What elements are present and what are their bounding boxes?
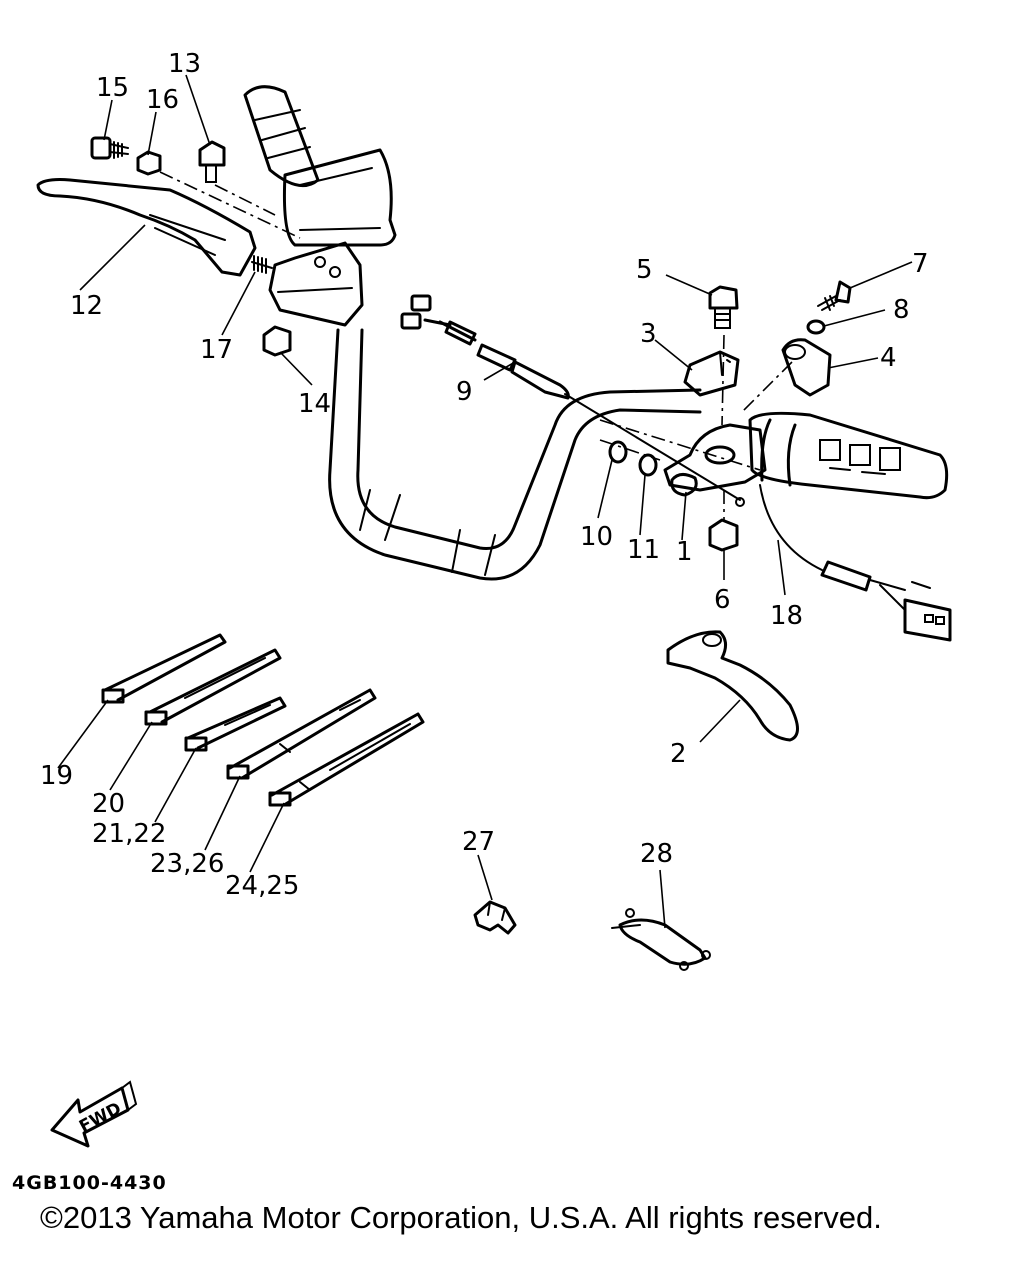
bolt-5 <box>708 285 739 329</box>
bolt-15 <box>90 136 129 160</box>
callout-13: 13 <box>168 49 201 79</box>
clamp-28 <box>611 908 711 971</box>
callout-14: 14 <box>298 389 331 419</box>
cover-4 <box>781 338 832 397</box>
cable-tie-19 <box>101 633 227 704</box>
screw-7 <box>817 280 852 311</box>
callout-23-26: 23,26 <box>150 849 224 879</box>
clip-27 <box>473 900 517 935</box>
screw-17 <box>251 255 273 274</box>
bolt-13 <box>198 140 226 183</box>
callout-15: 15 <box>96 73 129 103</box>
wire-lead <box>759 484 952 642</box>
callout-19: 19 <box>40 761 73 791</box>
callout-28: 28 <box>640 839 673 869</box>
callout-17: 17 <box>200 335 233 365</box>
callout-2: 2 <box>670 739 687 769</box>
callout-11: 11 <box>627 535 660 565</box>
callout-9: 9 <box>456 377 473 407</box>
nut-6 <box>708 518 739 552</box>
callout-10: 10 <box>580 522 613 552</box>
cable-tie-20 <box>144 648 282 726</box>
fwd-arrow: FWD <box>50 1080 138 1148</box>
cable-tie-24-25 <box>268 712 425 807</box>
callout-18: 18 <box>770 601 803 631</box>
callout-27: 27 <box>462 827 495 857</box>
nut-11 <box>638 453 658 477</box>
callout-6: 6 <box>714 585 731 615</box>
cable-tie-21-22 <box>184 696 287 752</box>
brake-lever <box>666 630 799 742</box>
leader-lines <box>57 74 913 929</box>
copyright-notice: ©2013 Yamaha Motor Corporation, U.S.A. A… <box>40 1200 882 1235</box>
callout-16: 16 <box>146 85 179 115</box>
callout-12: 12 <box>70 291 103 321</box>
callout-7: 7 <box>912 249 929 279</box>
callout-24-25: 24,25 <box>225 871 299 901</box>
clutch-lever <box>36 178 257 277</box>
throttle-housing <box>663 423 767 497</box>
callout-5: 5 <box>636 255 653 285</box>
cable-tie-23-26 <box>226 688 377 780</box>
callout-20: 20 <box>92 789 125 819</box>
callout-8: 8 <box>893 295 910 325</box>
callouts: 13 15 16 12 17 14 5 3 7 8 4 9 10 11 1 6 … <box>40 49 929 901</box>
right-grip <box>748 411 949 500</box>
fwd-label: FWD <box>76 1099 125 1138</box>
throttle-cable <box>400 294 745 507</box>
nut-16 <box>136 150 162 176</box>
handlebar <box>328 328 761 581</box>
diagram-code: 4GB100-4430 <box>12 1172 167 1194</box>
callout-21-22: 21,22 <box>92 819 166 849</box>
callout-4: 4 <box>880 343 897 373</box>
switch-3 <box>683 350 740 397</box>
nut-10 <box>608 440 628 464</box>
nut-14 <box>262 325 292 357</box>
washer-8 <box>806 319 826 335</box>
callout-1: 1 <box>676 537 693 567</box>
callout-3: 3 <box>640 319 657 349</box>
left-grip <box>243 85 397 247</box>
left-lever-holder <box>268 241 364 327</box>
